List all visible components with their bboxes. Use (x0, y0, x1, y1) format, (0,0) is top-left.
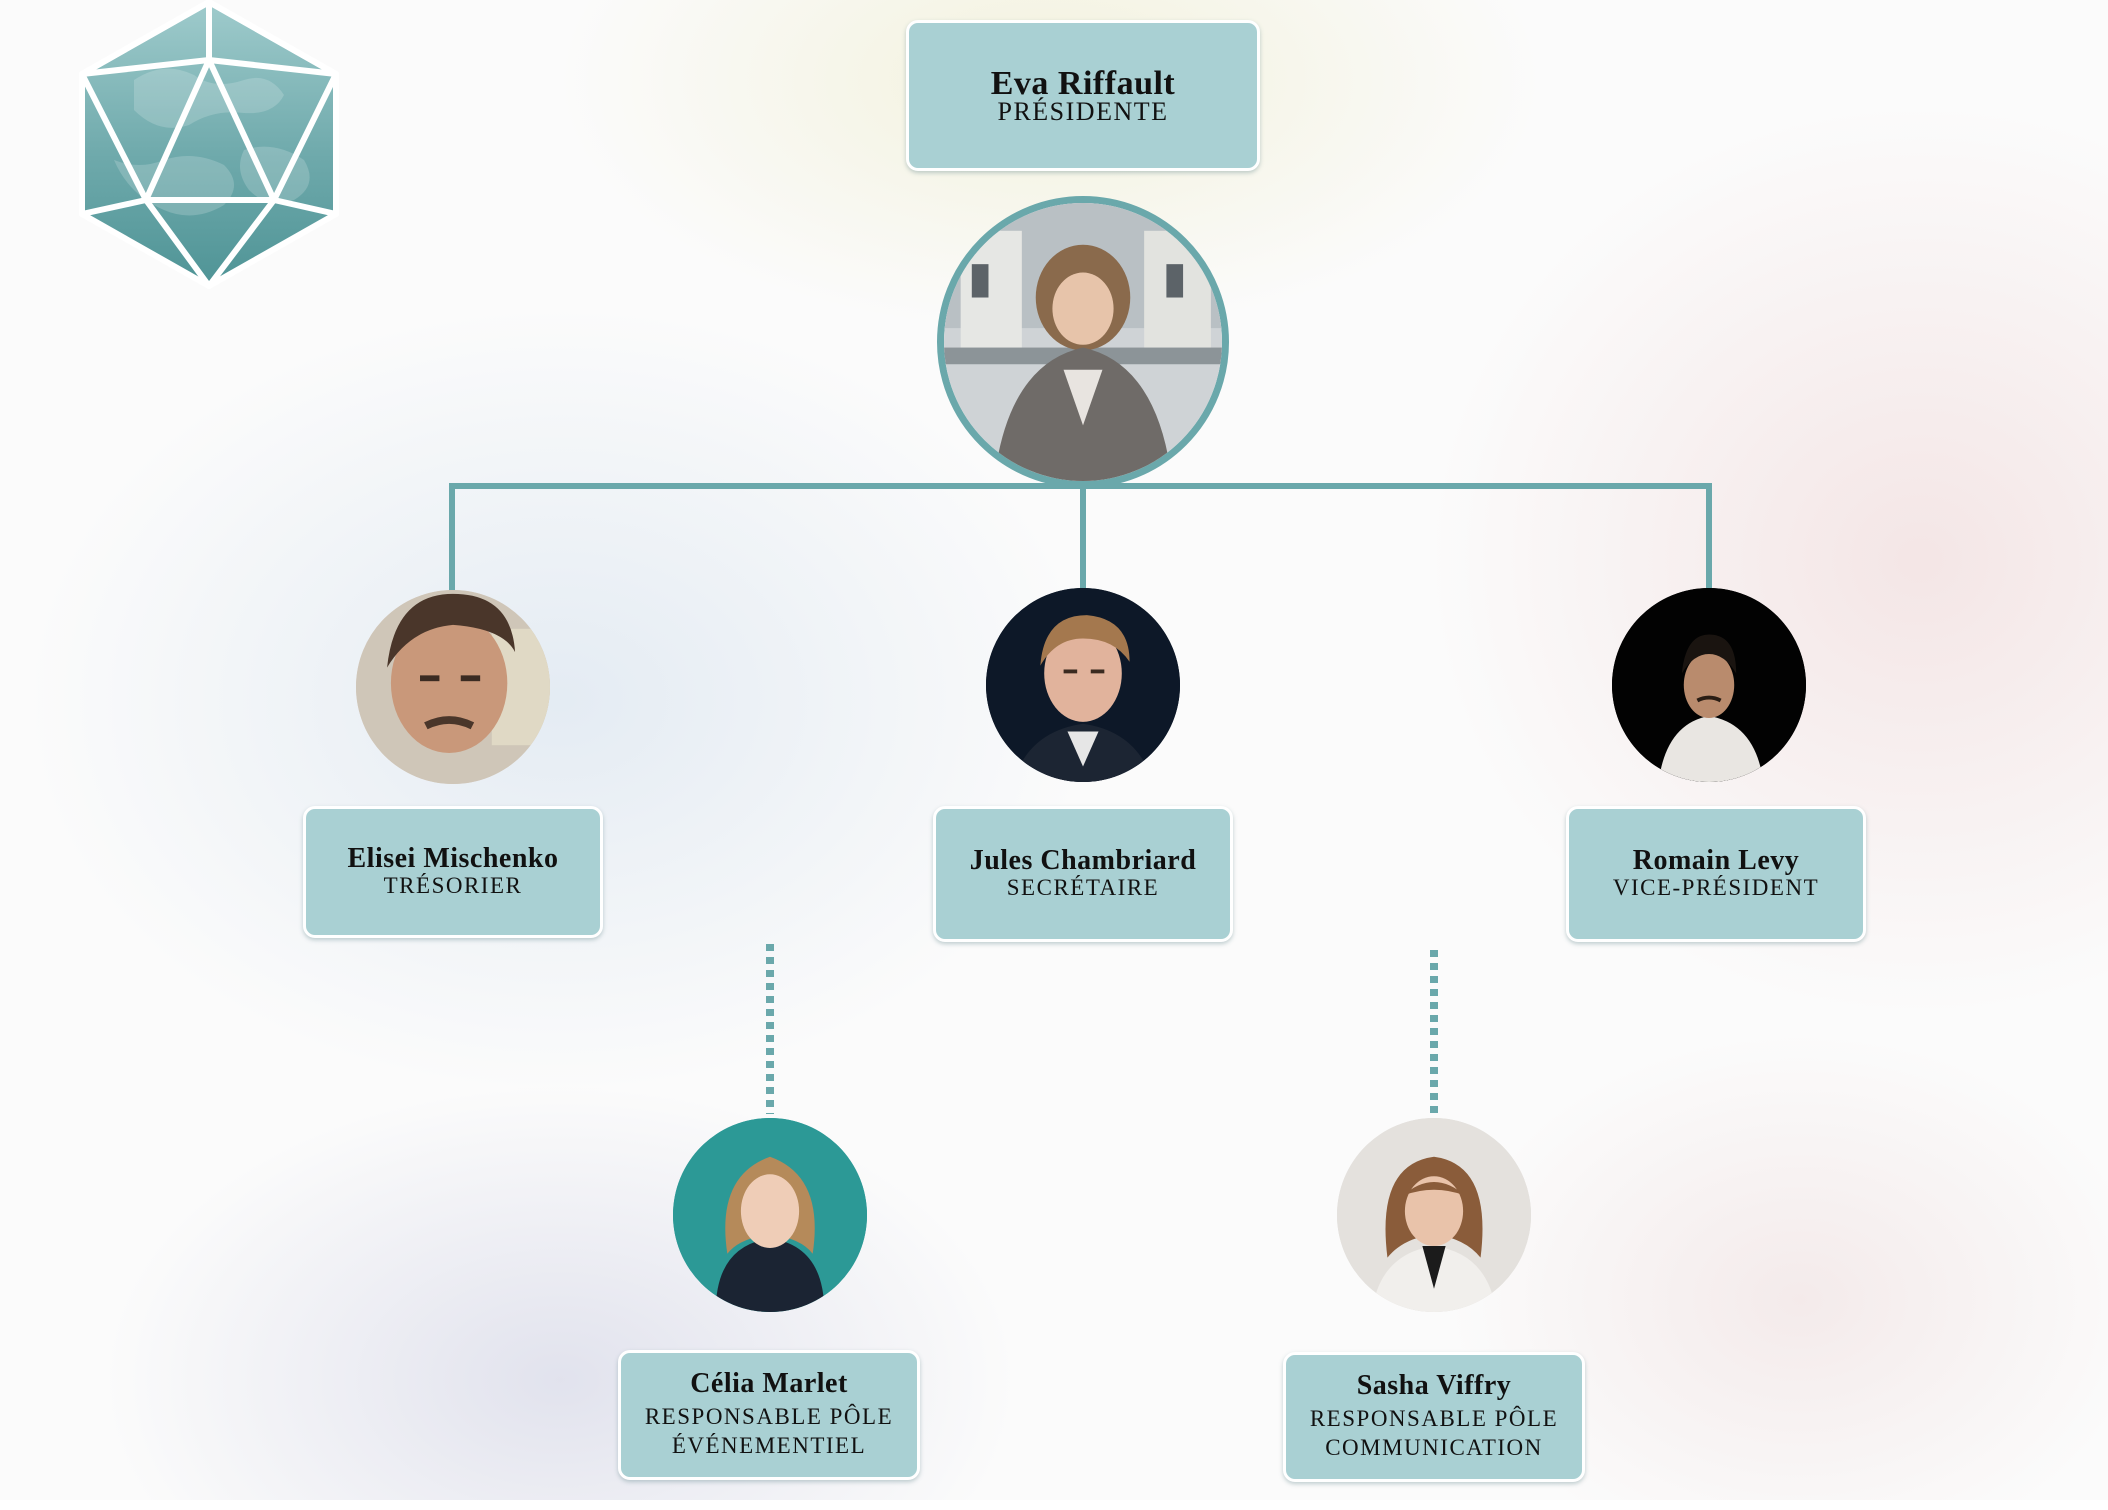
secretary-box: Jules Chambriard SECRÉTAIRE (933, 806, 1233, 942)
secretary-photo (986, 588, 1180, 782)
treasurer-role: TRÉSORIER (383, 873, 523, 898)
president-photo (937, 196, 1229, 488)
treasurer-name: Elisei Mischenko (347, 843, 559, 874)
secretary-name: Jules Chambriard (969, 845, 1197, 876)
events-lead-box: Célia Marlet RESPONSABLE PÔLE ÉVÉNEMENTI… (618, 1350, 920, 1480)
events-lead-role-line1: RESPONSABLE PÔLE (644, 1404, 894, 1429)
treasurer-photo (356, 590, 550, 784)
communication-lead-photo (1337, 1118, 1531, 1312)
president-box: Eva Riffault PRÉSIDENTE (906, 20, 1260, 171)
vice-president-role: VICE-PRÉSIDENT (1612, 875, 1820, 900)
president-name: Eva Riffault (990, 64, 1176, 102)
vice-president-photo (1612, 588, 1806, 782)
communication-lead-box: Sasha Viffry RESPONSABLE PÔLE COMMUNICAT… (1283, 1352, 1585, 1482)
president-role: PRÉSIDENTE (997, 96, 1169, 126)
vice-president-name: Romain Levy (1632, 845, 1800, 876)
vice-president-box: Romain Levy VICE-PRÉSIDENT (1566, 806, 1866, 942)
communication-lead-name: Sasha Viffry (1356, 1370, 1512, 1401)
events-lead-photo (673, 1118, 867, 1312)
icosahedron-globe-icon (79, 0, 339, 289)
communication-lead-role-line1: RESPONSABLE PÔLE (1309, 1406, 1559, 1431)
events-lead-name: Célia Marlet (690, 1368, 848, 1399)
secretary-role: SECRÉTAIRE (1006, 875, 1160, 900)
communication-lead-role-line2: COMMUNICATION (1325, 1435, 1543, 1460)
events-lead-role-line2: ÉVÉNEMENTIEL (671, 1433, 867, 1458)
bottom-margin (0, 1500, 2108, 1510)
treasurer-box: Elisei Mischenko TRÉSORIER (303, 806, 603, 938)
